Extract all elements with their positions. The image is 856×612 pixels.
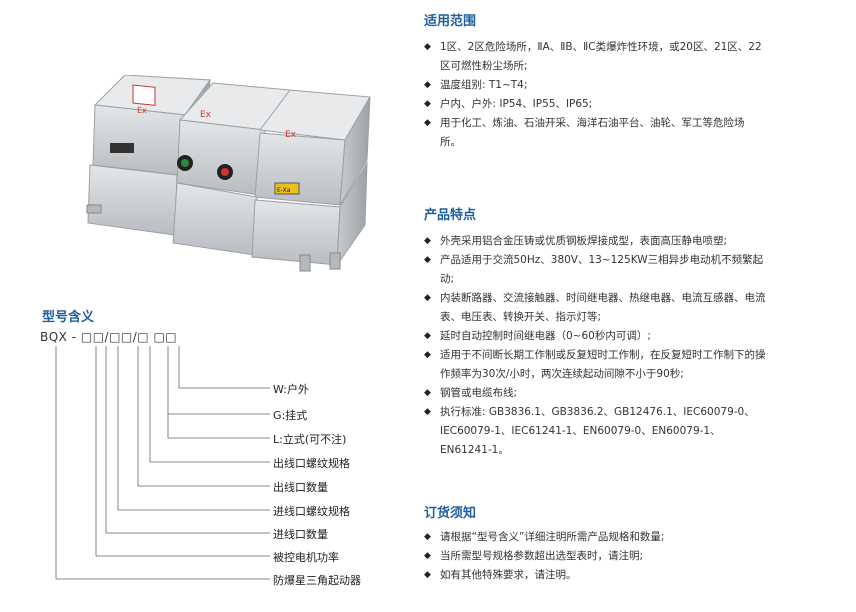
ex-mark: Ex xyxy=(285,130,297,140)
model-label-wall-mount: G:挂式 xyxy=(273,409,308,422)
list-item: 1区、2区危险场所，ⅡA、ⅡB、ⅡC类爆炸性环境，或20区、21区、22区可燃性… xyxy=(424,38,764,76)
list-item: 延时自动控制时间继电器（0~60秒内可调）; xyxy=(424,327,769,346)
ordering-list: 请根据“型号含义”详细注明所需产品规格和数量; 当所需型号规格参数超出选型表时，… xyxy=(424,528,769,585)
model-code-leader-lines xyxy=(55,346,270,580)
explosion-proof-starter-illustration: Ex Ex Ex E-Xa xyxy=(86,74,371,272)
list-item: 产品适用于交流50Hz、380V、13~125KW三相异步电动机不频繁起动; xyxy=(424,251,769,289)
ex-mark: Ex xyxy=(137,106,147,115)
model-label-motor-power: 被控电机功率 xyxy=(273,551,339,564)
ex-mark: Ex xyxy=(200,110,212,120)
list-item: 外壳采用铝合金压铸或优质钢板焊接成型，表面高压静电喷塑; xyxy=(424,232,769,251)
model-label-inlet-count: 进线口数量 xyxy=(273,528,328,541)
ordering-title: 订货须知 xyxy=(424,506,477,521)
model-code-diagram: BQX - □□/□□/□ □□ W:户外 G:挂式 L:立式(可不注) 出线口… xyxy=(40,330,400,600)
model-code: BQX - □□/□□/□ □□ xyxy=(40,330,178,344)
switch-handle xyxy=(132,84,156,106)
scope-list: 1区、2区危险场所，ⅡA、ⅡB、ⅡC类爆炸性环境，或20区、21区、22区可燃性… xyxy=(424,38,764,152)
model-label-outlet-thread: 出线口螺纹规格 xyxy=(273,457,350,470)
model-label-inlet-thread: 进线口螺纹规格 xyxy=(273,505,350,518)
product-image: Ex Ex Ex E-Xa xyxy=(85,74,385,275)
list-item: 请根据“型号含义”详细注明所需产品规格和数量; xyxy=(424,528,769,547)
model-section-title: 型号含义 xyxy=(42,310,95,325)
list-item: 户内、户外: IP54、IP55、IP65; xyxy=(424,95,764,114)
scope-title: 适用范围 xyxy=(424,14,477,29)
warning-label-text: E-Xa xyxy=(277,187,291,194)
model-label-outlet-count: 出线口数量 xyxy=(273,481,328,494)
list-item: 如有其他特殊要求，请注明。 xyxy=(424,566,769,585)
list-item: 内装断路器、交流接触器、时间继电器、热继电器、电流互感器、电流表、电压表、转换开… xyxy=(424,289,769,327)
features-list: 外壳采用铝合金压铸或优质钢板焊接成型，表面高压静电喷塑; 产品适用于交流50Hz… xyxy=(424,232,769,460)
list-item: 用于化工、炼油、石油开采、海洋石油平台、油轮、军工等危险场所。 xyxy=(424,114,764,152)
list-item: 温度组别: T1~T4; xyxy=(424,76,764,95)
features-title: 产品特点 xyxy=(424,208,477,223)
list-item: 执行标准: GB3836.1、GB3836.2、GB12476.1、IEC600… xyxy=(424,403,769,460)
list-item: 钢管或电缆布线; xyxy=(424,384,769,403)
model-label-outdoor: W:户外 xyxy=(273,383,309,396)
model-label-product-name: 防爆星三角起动器 xyxy=(273,574,361,587)
warning-label xyxy=(274,182,300,195)
nameplate xyxy=(110,143,134,153)
list-item: 适用于不间断长期工作制或反复短时工作制，在反复短时工作制下的操作频率为30次/小… xyxy=(424,346,769,384)
list-item: 当所需型号规格参数超出选型表时，请注明; xyxy=(424,547,769,566)
model-label-floor-stand: L:立式(可不注) xyxy=(273,433,347,446)
